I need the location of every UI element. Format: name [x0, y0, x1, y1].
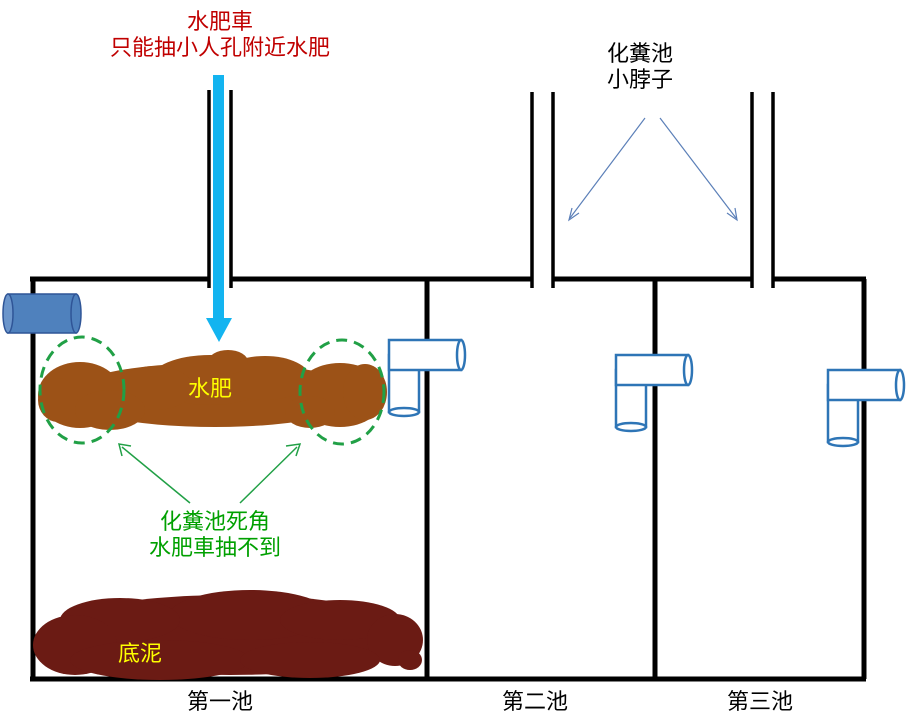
neck-note-line1: 化糞池: [606, 42, 673, 67]
riser-necks: [207, 90, 775, 288]
elbow-pipe-2: [614, 353, 694, 433]
dead-corner-arrows: [117, 443, 302, 504]
bottom-sludge-label: 底泥: [117, 642, 162, 667]
scum-label: 水肥: [187, 377, 232, 402]
suction-arrow: [206, 75, 232, 342]
bottom-sludge-blob: [33, 590, 423, 680]
chamber-label-2: 第二池: [501, 690, 568, 715]
chamber-label-3: 第三池: [726, 690, 793, 715]
dead-corner-note-line2: 水肥車抽不到: [148, 536, 281, 562]
dead-corner-note: 化糞池死角 水肥車抽不到: [120, 510, 310, 563]
dead-corner-note-line1: 化糞池死角: [159, 510, 270, 535]
inlet-pipe: [2, 293, 82, 334]
neck-note: 化糞池 小脖子: [580, 42, 700, 95]
dead-corner-circle-right: [298, 338, 386, 446]
elbow-pipe-3: [826, 368, 906, 448]
dead-corner-circle-left: [38, 335, 126, 445]
dead-corner-markers: [38, 335, 386, 446]
scum-blob: [38, 350, 387, 430]
elbow-pipe-1: [387, 338, 467, 418]
neck-note-line2: 小脖子: [606, 68, 673, 94]
neck-pointer-arrows: [568, 117, 738, 222]
truck-note-line1: 水肥車: [186, 10, 253, 35]
elbow-pipes: [387, 338, 906, 448]
truck-note: 水肥車 只能抽小人孔附近水肥: [70, 10, 370, 63]
chamber-label-1: 第一池: [186, 690, 253, 715]
truck-note-line2: 只能抽小人孔附近水肥: [109, 36, 330, 62]
